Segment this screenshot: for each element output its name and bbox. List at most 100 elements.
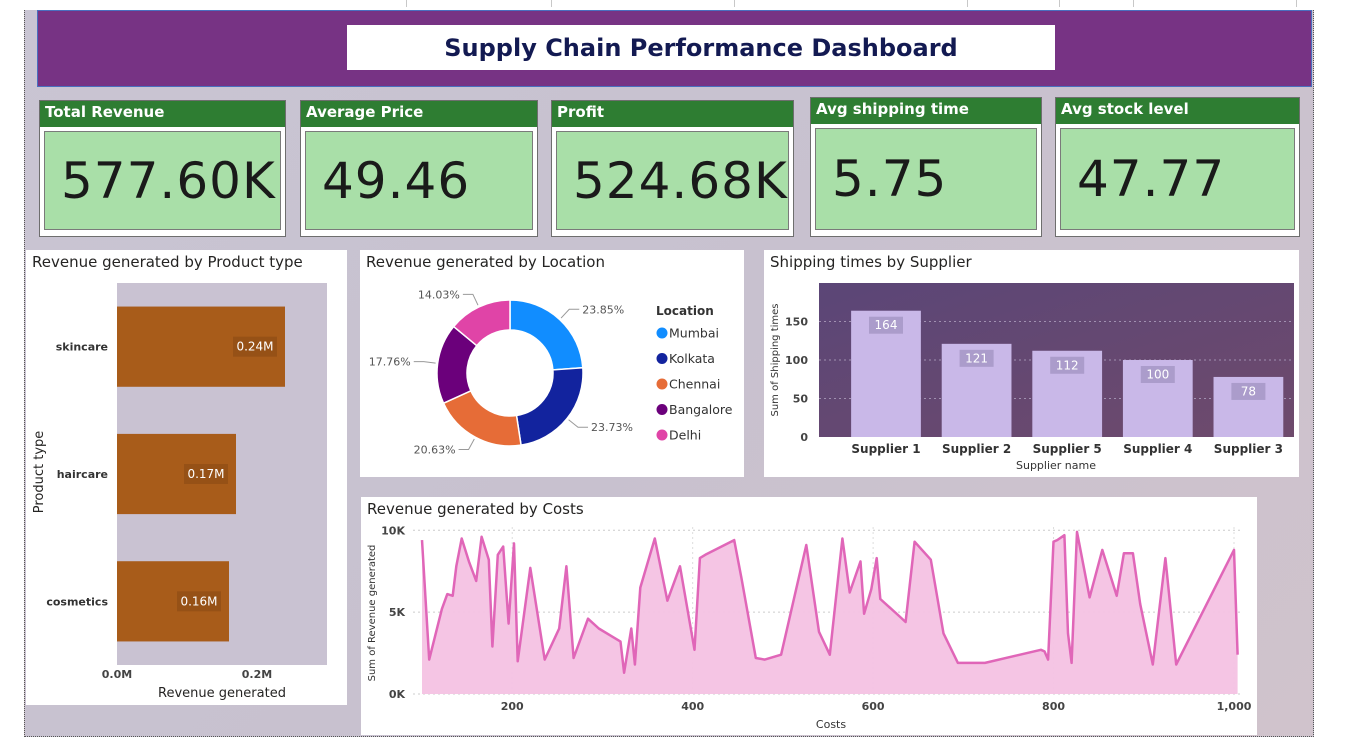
strip-divider — [1133, 0, 1134, 7]
category-label: Supplier 4 — [1123, 442, 1192, 456]
data-label-bg — [1140, 366, 1175, 383]
product-type-chart: 0.24M skincare 0.17M haircare 0.16M cosmetics… — [32, 283, 327, 701]
kpi-card-avg-shipping-time[interactable]: Avg shipping time 5.75 — [810, 97, 1042, 237]
data-label: 100 — [1146, 368, 1169, 382]
data-label: 23.73% — [591, 421, 633, 434]
strip-divider — [734, 0, 735, 7]
data-label: 0.17M — [187, 467, 224, 481]
data-label: 17.76% — [369, 356, 411, 369]
location-donut-chart: 23.85% 23.73% 20.63% 17.76% 14.03% LocationMu… — [369, 288, 733, 457]
legend-label: Bangalore — [669, 402, 733, 417]
legend-label: Mumbai — [669, 326, 719, 341]
x-tick-label: 600 — [862, 700, 885, 713]
dashboard-title: Supply Chain Performance Dashboard — [444, 33, 958, 62]
kpi-label: Total Revenue — [40, 101, 285, 127]
leader-line — [568, 419, 589, 428]
data-label: 164 — [875, 318, 898, 332]
y-tick-label: 5K — [389, 606, 406, 619]
kpi-value: 49.46 — [322, 151, 471, 210]
category-label: Supplier 2 — [942, 442, 1011, 456]
data-label: 0.24M — [236, 340, 273, 354]
strip-divider — [1296, 0, 1297, 7]
data-label-bg — [1231, 382, 1266, 400]
kpi-card-total-revenue[interactable]: Total Revenue 577.60K — [39, 100, 286, 237]
y-tick-label: 10K — [381, 524, 405, 537]
data-label-bg — [177, 591, 221, 612]
data-label-bg — [869, 316, 903, 334]
location-chart-panel[interactable]: Revenue generated by Location 23.85%23.7… — [360, 250, 744, 477]
kpi-value: 577.60K — [61, 151, 276, 210]
y-axis-title: Sum of Shipping times — [770, 303, 781, 416]
y-tick-label: 0K — [389, 688, 406, 701]
legend-label: Chennai — [669, 377, 720, 392]
leader-line — [413, 361, 436, 364]
kpi-value: 47.77 — [1077, 150, 1226, 208]
y-tick-label: 50 — [793, 393, 809, 406]
data-label: 78 — [1241, 384, 1256, 398]
category-label: Supplier 5 — [1033, 442, 1102, 456]
donut-slice — [452, 299, 511, 347]
strip-divider — [967, 0, 968, 7]
category-label: haircare — [57, 468, 108, 481]
leader-line — [458, 438, 475, 451]
chart-title: Revenue generated by Product type — [32, 253, 303, 271]
chart-title: Revenue generated by Costs — [367, 500, 584, 518]
leader-line — [560, 308, 580, 319]
data-label: 0.16M — [180, 594, 217, 608]
kpi-value-box: 49.46 — [305, 131, 533, 230]
data-label-bg — [1050, 356, 1085, 374]
kpi-value-box: 524.68K — [556, 131, 789, 230]
kpi-label: Avg shipping time — [811, 98, 1041, 124]
x-tick-label: 400 — [681, 700, 704, 713]
category-label: Supplier 1 — [851, 442, 920, 456]
title-box: Supply Chain Performance Dashboard — [347, 25, 1055, 70]
category-label: Supplier 3 — [1214, 442, 1283, 456]
x-tick-label: 200 — [501, 700, 524, 713]
kpi-label: Profit — [552, 101, 793, 127]
donut-slice — [442, 389, 522, 447]
data-label-bg — [233, 336, 277, 357]
leader-line — [462, 293, 479, 306]
x-tick-label: 0.2M — [242, 668, 272, 681]
kpi-label: Average Price — [301, 101, 537, 127]
data-label: 14.03% — [418, 288, 460, 301]
legend-label: Delhi — [669, 428, 701, 443]
kpi-card-profit[interactable]: Profit 524.68K — [551, 100, 794, 237]
donut-slice — [509, 299, 584, 371]
data-label: 23.85% — [582, 303, 624, 316]
strip-divider — [406, 0, 407, 7]
costs-chart-panel[interactable]: Revenue generated by Costs 0K 5K 10K 200 400… — [361, 497, 1257, 735]
top-strip — [0, 0, 1361, 10]
kpi-value-box: 47.77 — [1060, 128, 1295, 230]
strip-divider — [1059, 0, 1060, 7]
legend-label: Kolkata — [669, 351, 715, 366]
data-label-bg — [184, 464, 228, 484]
kpi-value-box: 5.75 — [815, 128, 1037, 230]
legend-title: Location — [656, 304, 714, 318]
y-tick-label: 0 — [800, 431, 808, 444]
category-label: cosmetics — [46, 595, 108, 608]
y-axis-title: Sum of Revenue generated — [367, 545, 378, 682]
category-label: skincare — [56, 341, 108, 354]
chart-title: Shipping times by Supplier — [770, 253, 972, 271]
x-axis-title: Supplier name — [1016, 459, 1096, 472]
product-type-chart-panel[interactable]: Revenue generated by Product type 0.24M s… — [26, 250, 347, 705]
kpi-value-box: 577.60K — [44, 131, 281, 230]
x-tick-label: 0.0M — [102, 668, 132, 681]
kpi-card-average-price[interactable]: Average Price 49.46 — [300, 100, 538, 237]
data-label: 20.63% — [414, 444, 456, 457]
x-tick-label: 1,000 — [1217, 700, 1252, 713]
area-fill — [422, 531, 1238, 694]
x-tick-label: 800 — [1042, 700, 1065, 713]
y-tick-label: 100 — [785, 354, 808, 367]
kpi-label: Avg stock level — [1056, 98, 1299, 124]
x-axis-title: Costs — [816, 718, 846, 731]
legend-marker — [656, 404, 668, 415]
strip-divider — [551, 0, 552, 7]
y-axis-title: Product type — [32, 431, 47, 514]
kpi-card-avg-stock-level[interactable]: Avg stock level 47.77 — [1055, 97, 1300, 237]
kpi-value: 5.75 — [832, 150, 948, 208]
